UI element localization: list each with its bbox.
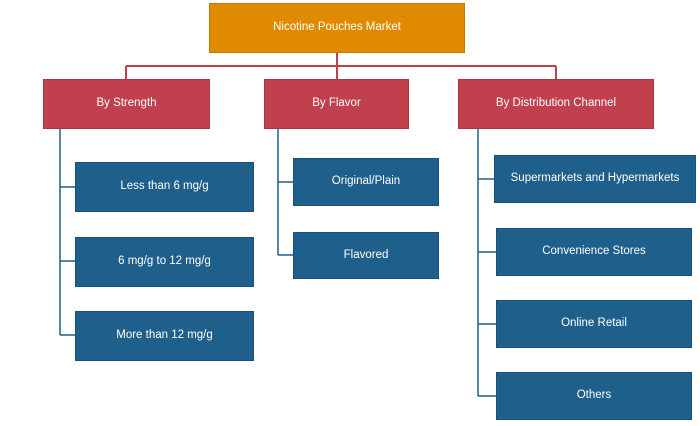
leaf-online-retail: Online Retail [496, 300, 692, 348]
category-label: By Strength [96, 97, 157, 110]
root-label: Nicotine Pouches Market [273, 21, 401, 34]
leaf-flavored: Flavored [293, 232, 439, 279]
leaf-label: Others [576, 389, 612, 402]
leaf-label: Online Retail [561, 317, 627, 330]
leaf-label: More than 12 mg/g [116, 329, 213, 342]
leaf-less-than-6: Less than 6 mg/g [75, 162, 254, 212]
leaf-others: Others [496, 372, 692, 420]
leaf-label: Convenience Stores [542, 245, 646, 258]
leaf-label: Original/Plain [331, 175, 401, 188]
category-label: By Distribution Channel [495, 97, 617, 110]
leaf-convenience-stores: Convenience Stores [496, 228, 692, 276]
leaf-label: 6 mg/g to 12 mg/g [118, 255, 211, 268]
leaf-connectors [59, 129, 496, 397]
leaf-original-plain: Original/Plain [293, 158, 439, 206]
category-by-distribution-channel: By Distribution Channel [458, 79, 654, 129]
category-by-strength: By Strength [43, 79, 210, 129]
leaf-supermarkets: Supermarkets and Hypermarkets [494, 155, 696, 203]
leaf-label: Flavored [343, 248, 389, 261]
root-node: Nicotine Pouches Market [209, 3, 465, 53]
category-by-flavor: By Flavor [264, 79, 409, 129]
leaf-6-to-12: 6 mg/g to 12 mg/g [75, 237, 254, 287]
leaf-label: Supermarkets and Hypermarkets [510, 172, 680, 185]
leaf-label: Less than 6 mg/g [120, 180, 209, 193]
leaf-more-than-12: More than 12 mg/g [75, 311, 254, 361]
root-connectors [125, 52, 557, 79]
category-label: By Flavor [312, 97, 361, 110]
